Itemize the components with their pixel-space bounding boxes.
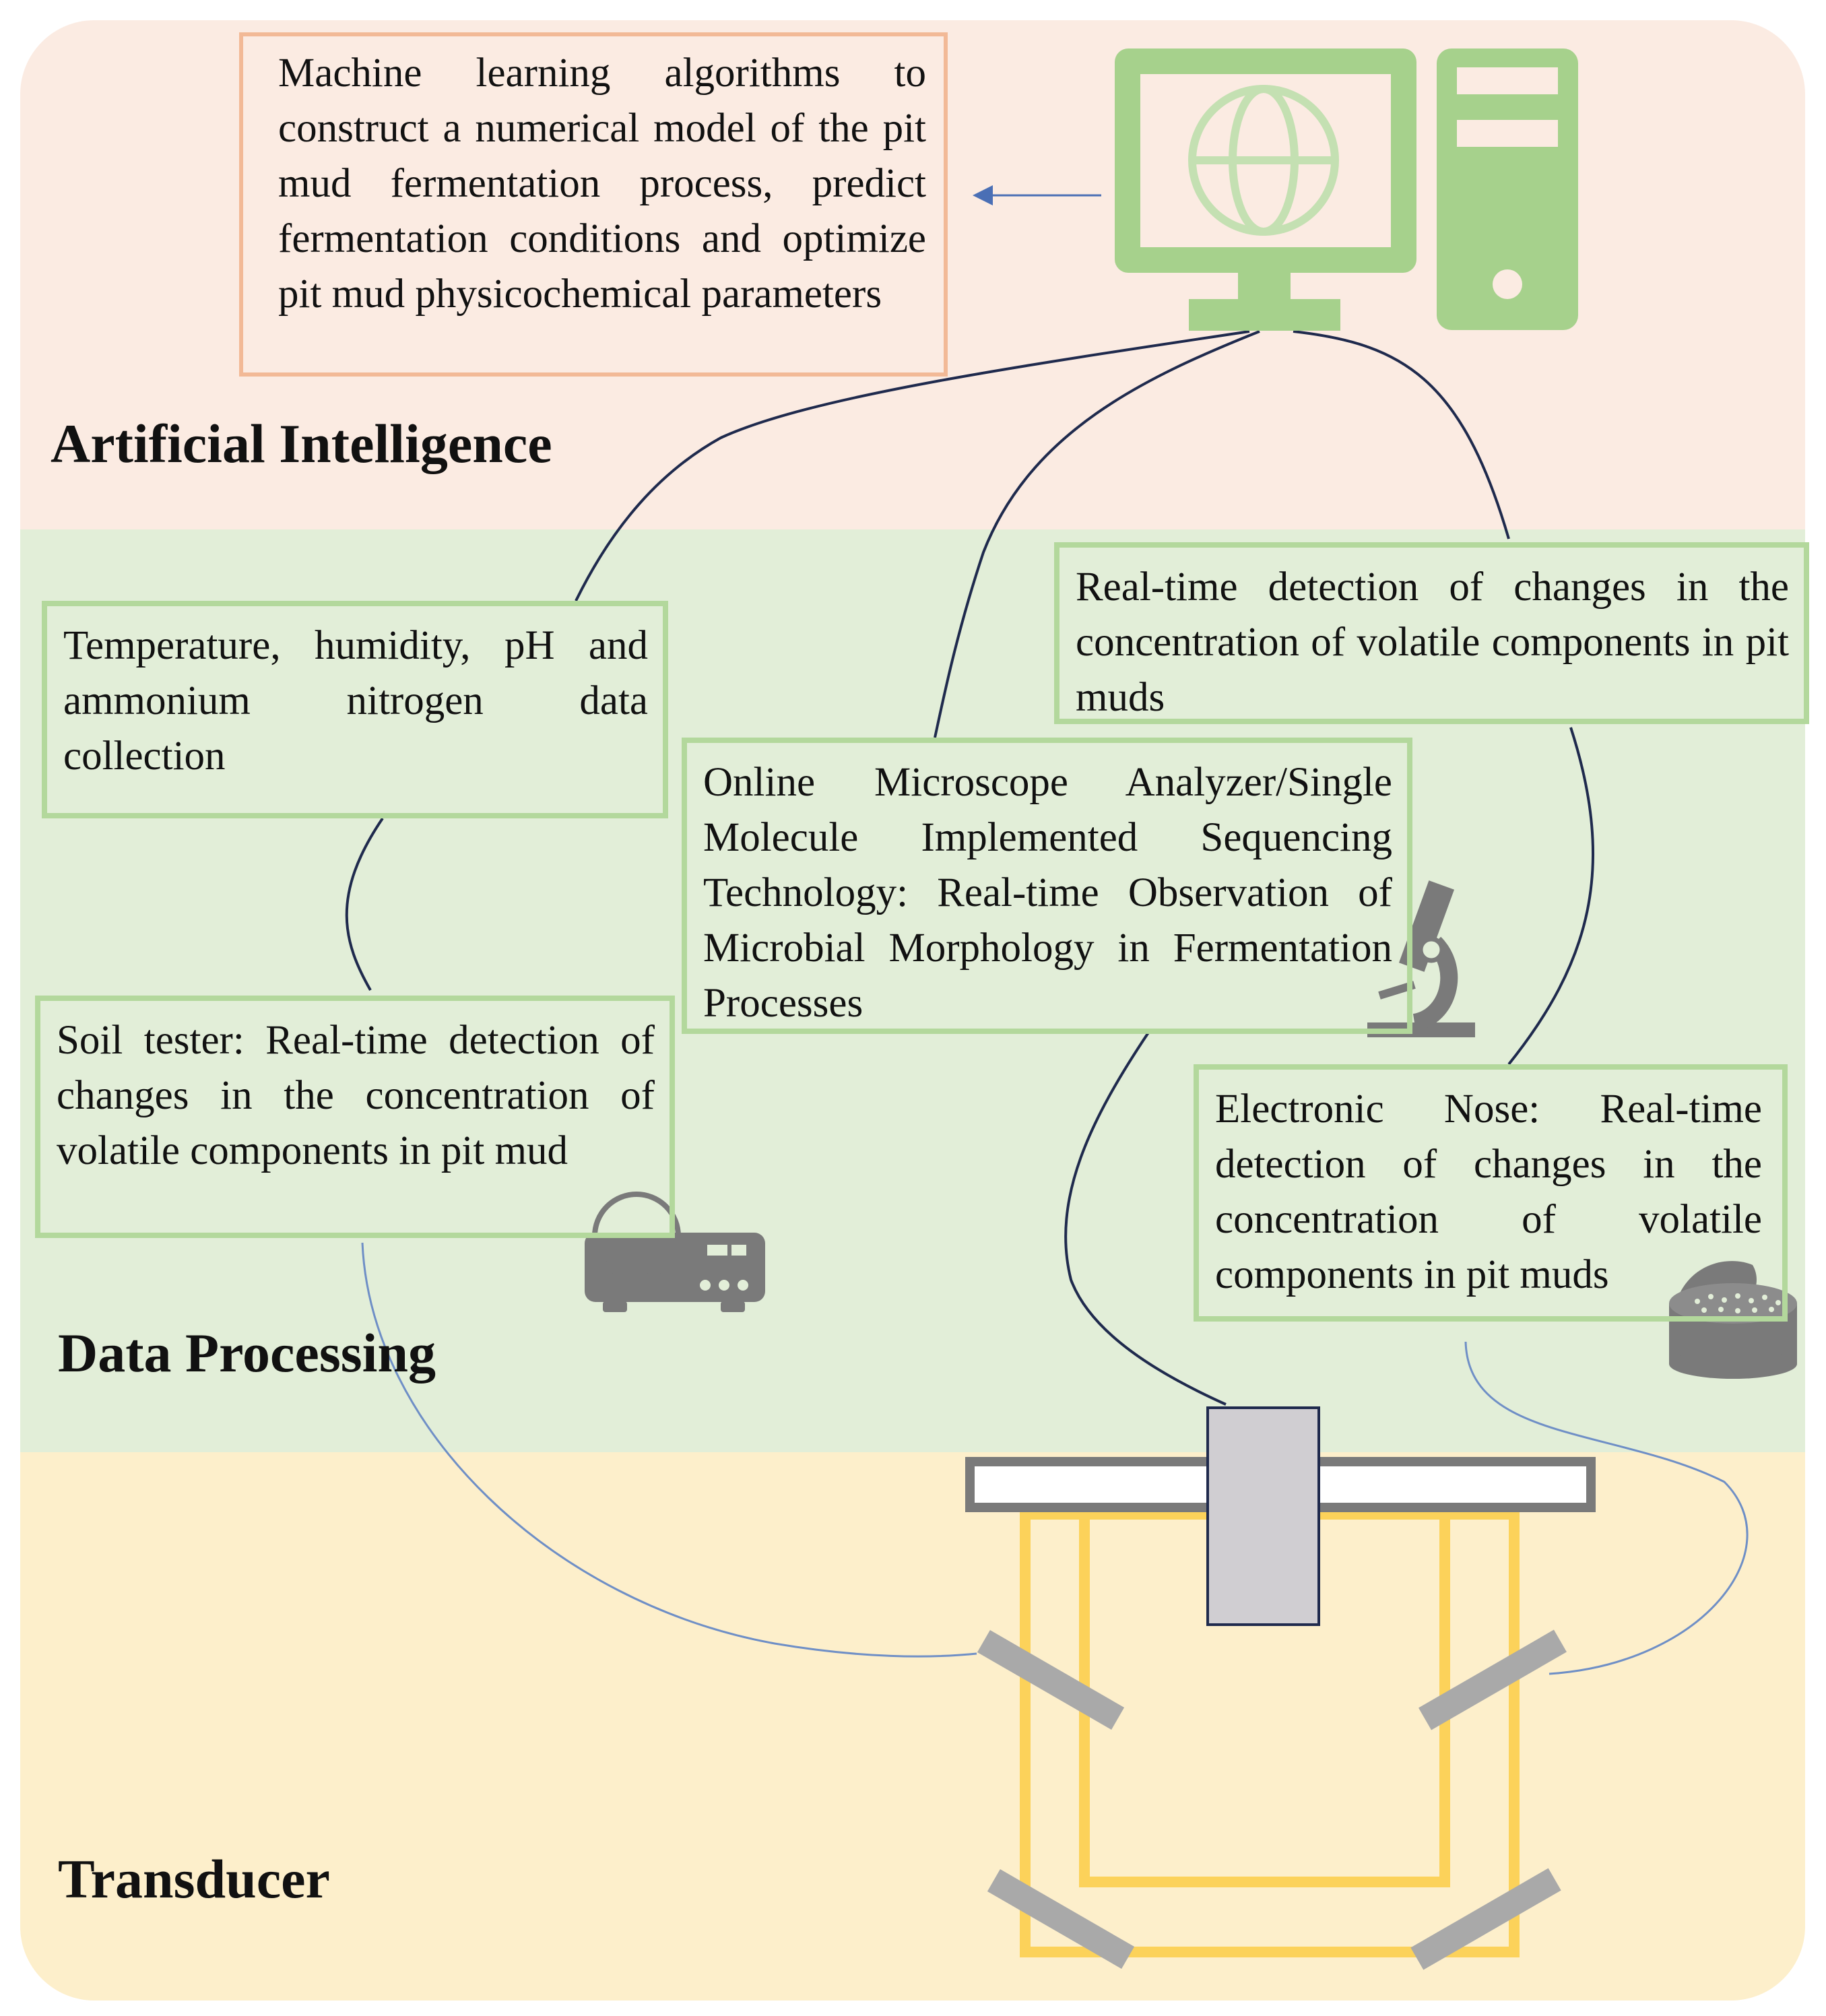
connector-temp-to-soil (345, 817, 384, 991)
temp-humidity-box: Temperature, humidity, pH and ammonium n… (42, 601, 668, 818)
artificial-intelligence-title: Artificial Intelligence (51, 413, 552, 474)
soil-tester-icon (585, 1192, 765, 1312)
connector-nose-to-right-sensor (1464, 1341, 1749, 1675)
globe-icon (1188, 85, 1339, 236)
data-processing-title: Data Processing (58, 1322, 436, 1384)
central-probe (1206, 1406, 1320, 1626)
soil-tester-box: Soil tester: Real-time detection of chan… (35, 996, 675, 1238)
connector-volatile-to-nose (1507, 727, 1595, 1066)
ml-model-box: Machine learning algorithms to construct… (239, 32, 948, 377)
data-processing-band (20, 529, 1805, 1452)
pit-sensors (977, 1629, 1567, 1970)
volatile-realtime-box: Real-time detection of changes in the co… (1054, 542, 1809, 724)
connector-computer-to-volatile-box (1293, 330, 1510, 540)
electronic-nose-icon (1669, 1261, 1797, 1379)
computer-icon (1115, 48, 1578, 331)
electronic-nose-box: Electronic Nose: Real-time detection of … (1194, 1064, 1788, 1322)
connector-computer-to-microscope-box (934, 330, 1260, 738)
sensor-lower-left (987, 1869, 1135, 1969)
connector-computer-to-temp-box (575, 330, 1250, 601)
connector-microscope-to-probe (1064, 1031, 1227, 1406)
sensor-upper-left (977, 1630, 1125, 1730)
sensor-upper-right (1419, 1629, 1567, 1730)
connector-soil-to-left-sensor (361, 1242, 977, 1658)
sensor-lower-right (1410, 1868, 1561, 1970)
connector-lines (345, 185, 1749, 1675)
transducer-title: Transducer (58, 1848, 330, 1910)
microscope-box: Online Microscope Analyzer/Single Molecu… (682, 738, 1412, 1034)
